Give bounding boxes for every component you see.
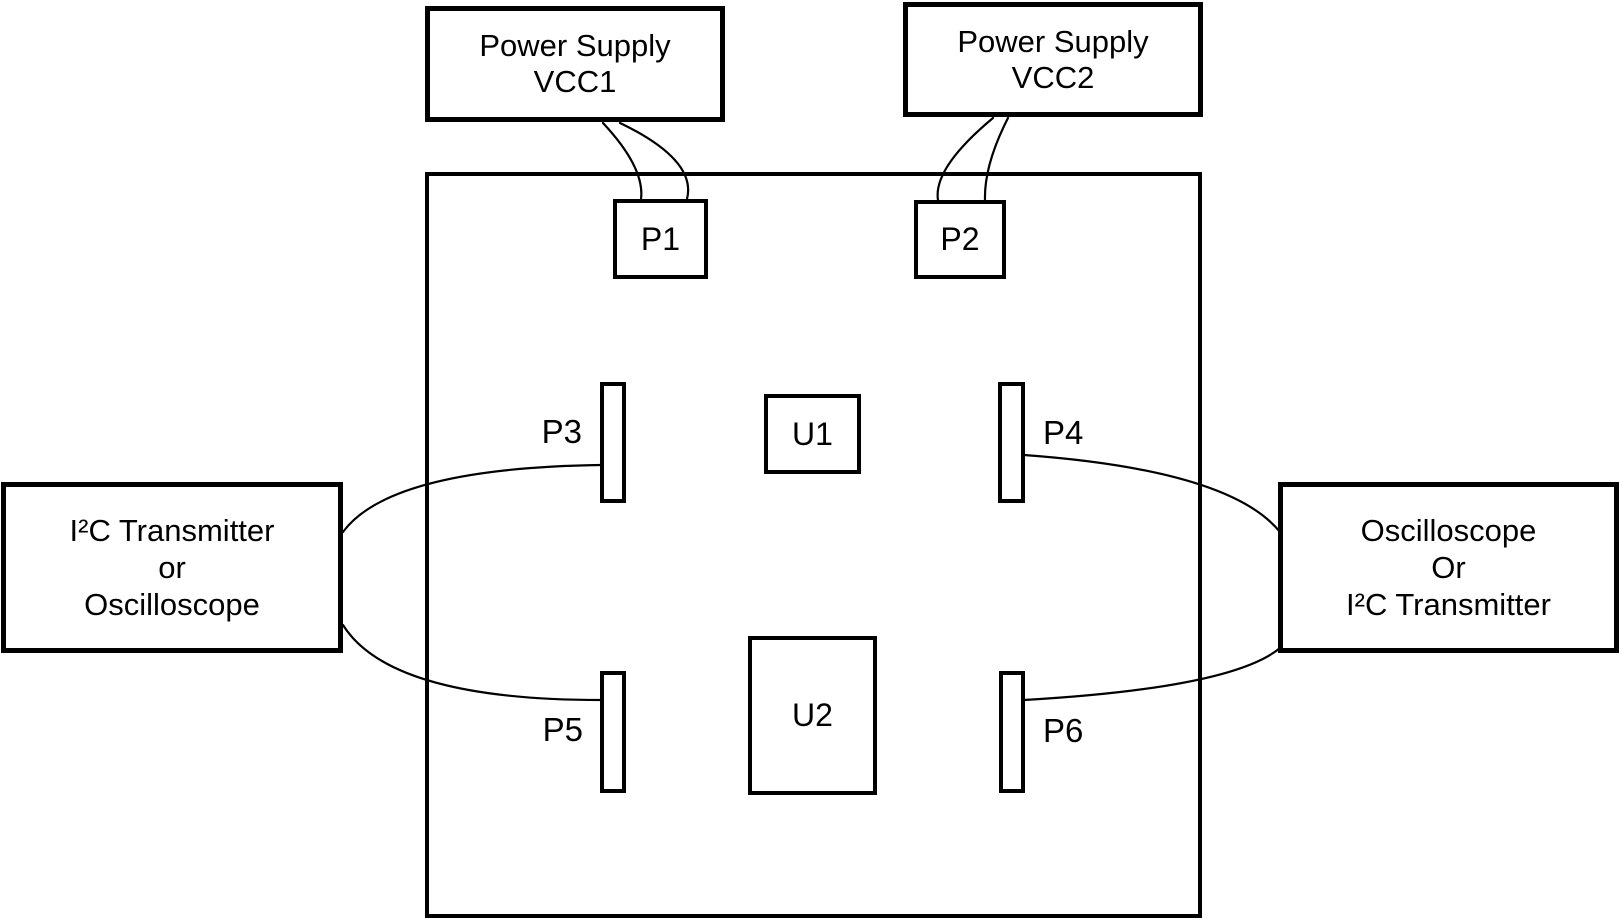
cable-vcc1-p1-wire2: [618, 121, 690, 201]
power-supply-vcc1-line2: VCC1: [533, 64, 617, 99]
connector-p6-label: P6: [1043, 712, 1084, 749]
connector-p4-bar: [998, 382, 1025, 503]
power-supply-vcc2-box: Power Supply VCC2: [903, 2, 1203, 117]
ic-u2-label: U2: [792, 697, 833, 733]
board-outline: [425, 172, 1202, 918]
signal-p4-right-instrument: [1022, 453, 1282, 534]
right-instrument-line2: Or: [1431, 550, 1466, 585]
connector-p2-label: P2: [940, 221, 980, 257]
ic-u1-label: U1: [792, 415, 833, 452]
power-supply-vcc1-line1: Power Supply: [479, 28, 671, 63]
connector-p5-bar: [600, 671, 626, 793]
right-instrument-box: Oscilloscope Or I²C Transmitter: [1278, 482, 1619, 653]
right-instrument-line3: I²C Transmitter: [1346, 587, 1551, 622]
cable-vcc2-p2-wire1: [936, 116, 995, 202]
left-instrument-line1: I²C Transmitter: [69, 513, 275, 548]
cable-vcc2-p2-wire2: [983, 116, 1010, 202]
ic-u2: U2: [748, 636, 877, 795]
left-instrument-box: I²C Transmitter or Oscilloscope: [1, 482, 343, 653]
connector-p4-label: P4: [1043, 414, 1084, 451]
left-instrument-line3: Oscilloscope: [84, 587, 260, 622]
connector-p1: P1: [613, 199, 708, 279]
connector-p5-label: P5: [542, 711, 583, 748]
left-instrument-line2: or: [158, 550, 186, 585]
connector-p6-bar: [999, 671, 1025, 793]
connector-p1-label: P1: [640, 220, 681, 257]
power-supply-vcc1-box: Power Supply VCC1: [425, 6, 725, 122]
power-supply-vcc2-line1: Power Supply: [957, 23, 1149, 59]
cable-vcc1-p1-wire1: [601, 121, 643, 201]
connector-p3-bar: [600, 382, 626, 503]
ic-u1: U1: [764, 394, 861, 474]
signal-p6-right-instrument: [1022, 646, 1282, 702]
connector-p3-label: P3: [541, 413, 582, 450]
connector-p2: P2: [914, 200, 1006, 279]
power-supply-vcc2-line2: VCC2: [1011, 59, 1095, 95]
signal-left-instrument-p5: [341, 623, 603, 702]
signal-left-instrument-p3: [341, 463, 603, 534]
right-instrument-line1: Oscilloscope: [1360, 513, 1537, 548]
